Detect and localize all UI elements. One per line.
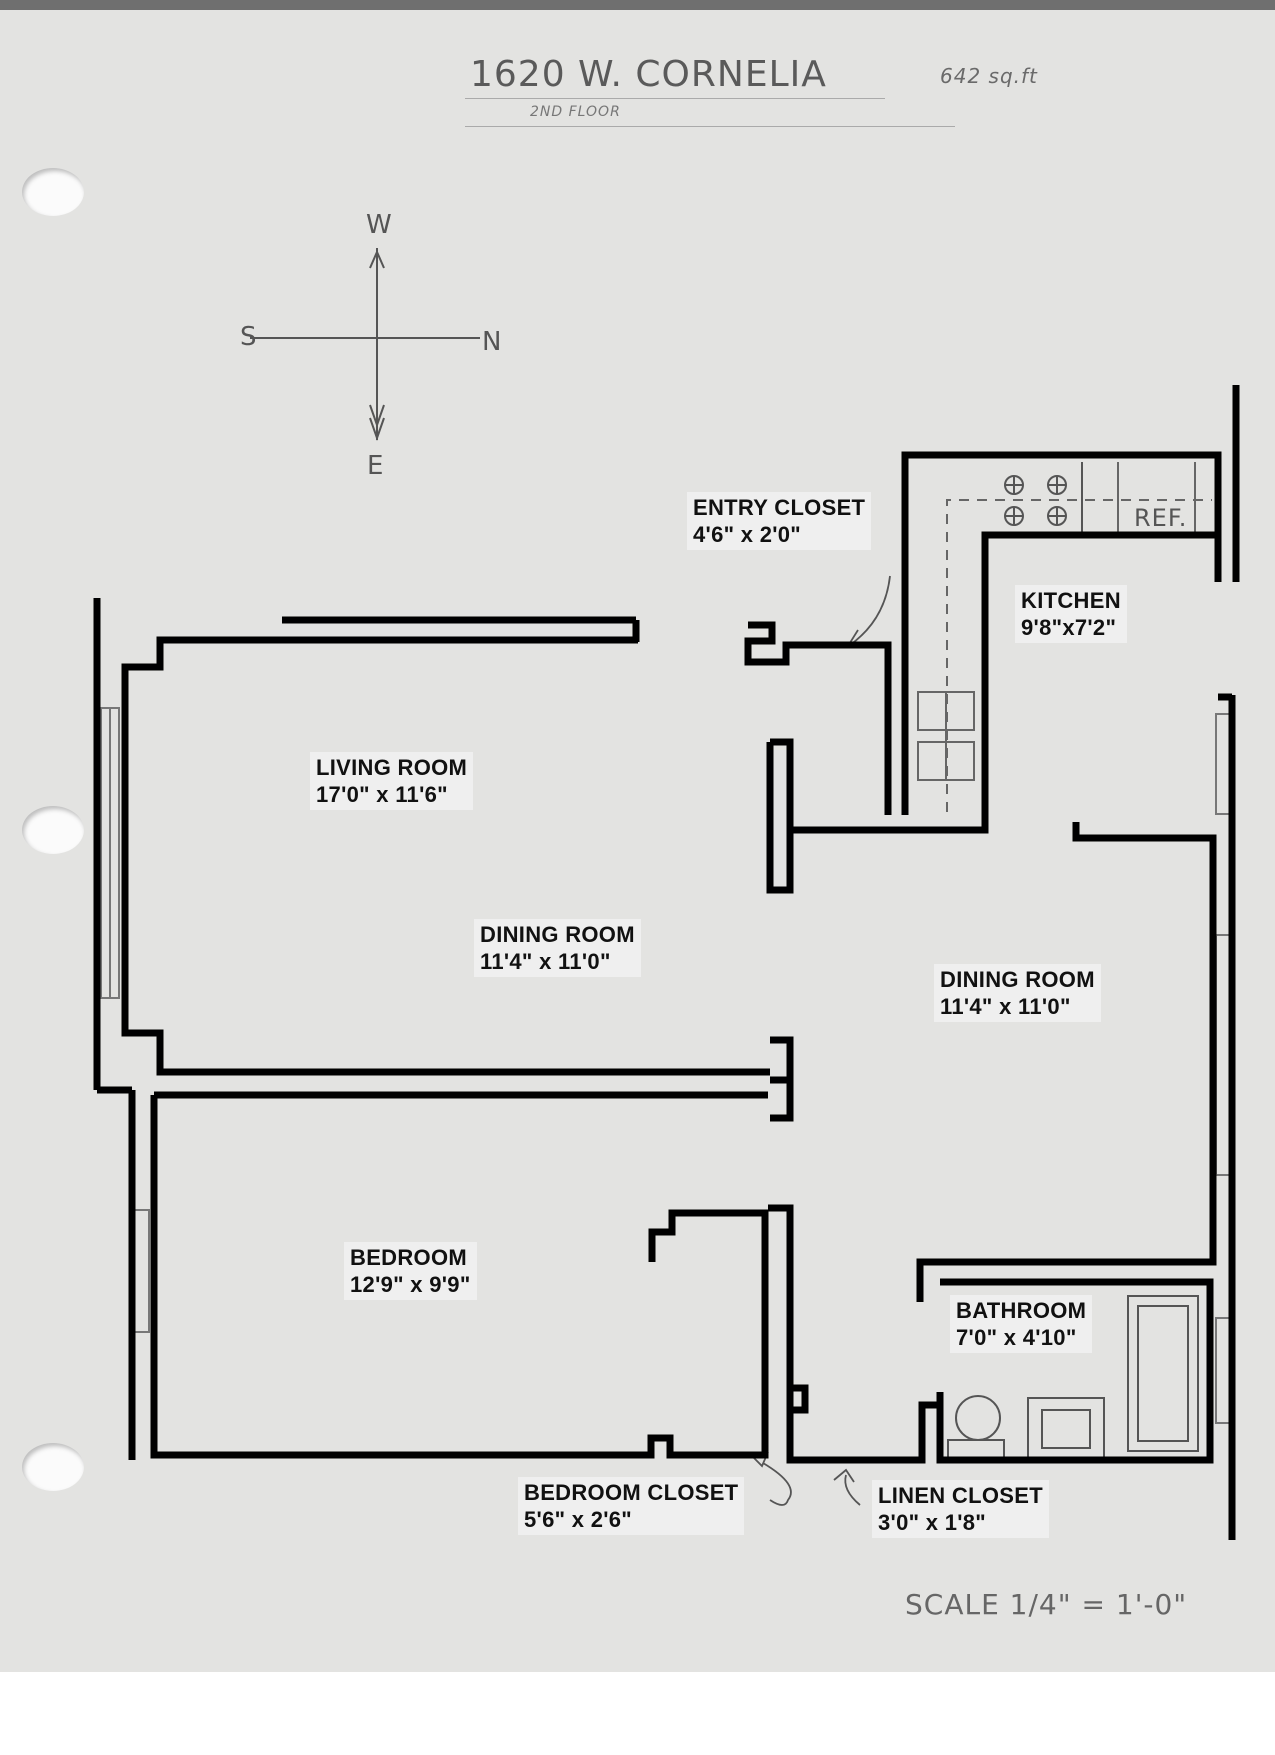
room-name: LINEN CLOSET [878, 1483, 1043, 1508]
room-name: BATHROOM [956, 1298, 1087, 1323]
room-label-living-room: LIVING ROOM 17'0" x 11'6" [310, 752, 474, 810]
room-label-dining-room-right: DINING ROOM 11'4" x 11'0" [934, 964, 1101, 1022]
room-size: 11'4" x 11'0" [480, 949, 611, 974]
room-size: 5'6" x 2'6" [524, 1507, 633, 1532]
address-title: 1620 W. CORNELIA [470, 54, 827, 95]
room-label-dining-room-left: DINING ROOM 11'4" x 11'0" [474, 919, 641, 977]
sink-icon [1027, 1397, 1105, 1461]
room-label-linen-closet: LINEN CLOSET 3'0" x 1'8" [872, 1480, 1049, 1538]
kitchen-cabinets [917, 462, 1196, 781]
room-size: 7'0" x 4'10" [956, 1325, 1077, 1350]
windows [100, 707, 1231, 1424]
drawing-scale: SCALE 1/4" = 1'-0" [905, 1588, 1188, 1621]
room-name: ENTRY CLOSET [693, 495, 866, 520]
walls [93, 385, 1240, 1540]
scan-top-edge [0, 0, 1275, 10]
bathtub-icon [1127, 1295, 1199, 1452]
floor-underline [465, 126, 955, 127]
title-underline [465, 98, 885, 99]
compass-south: S [240, 322, 257, 352]
compass-east: E [367, 451, 384, 481]
room-size: 11'4" x 11'0" [940, 994, 1071, 1019]
refrigerator-label: REF. [1134, 504, 1188, 532]
room-size: 4'6" x 2'0" [693, 522, 802, 547]
stove-burners-icon [1004, 462, 1083, 535]
compass-west: W [366, 210, 392, 240]
binder-hole-middle [22, 806, 84, 854]
room-label-kitchen: KITCHEN 9'8"x7'2" [1015, 585, 1127, 643]
binder-hole-top [22, 168, 84, 216]
room-size: 17'0" x 11'6" [316, 782, 448, 807]
kitchen-counter [946, 499, 1212, 812]
binder-hole-bottom [22, 1443, 84, 1491]
toilet-icon [955, 1395, 1001, 1441]
room-name: BEDROOM [350, 1245, 467, 1270]
room-label-bathroom: BATHROOM 7'0" x 4'10" [950, 1295, 1093, 1353]
room-size: 3'0" x 1'8" [878, 1510, 987, 1535]
square-footage: 642 sq.ft [940, 64, 1038, 88]
room-label-bedroom: BEDROOM 12'9" x 9'9" [344, 1242, 477, 1300]
room-size: 9'8"x7'2" [1021, 615, 1117, 640]
room-size: 12'9" x 9'9" [350, 1272, 471, 1297]
compass-rose [250, 248, 480, 442]
room-label-entry-closet: ENTRY CLOSET 4'6" x 2'0" [687, 492, 872, 550]
bathroom-fixtures [947, 1295, 1199, 1461]
room-name: DINING ROOM [480, 922, 635, 947]
room-name: BEDROOM CLOSET [524, 1480, 739, 1505]
room-name: KITCHEN [1021, 588, 1121, 613]
compass-north: N [482, 327, 502, 357]
room-name: DINING ROOM [940, 967, 1095, 992]
floor-label: 2ND FLOOR [530, 104, 621, 120]
scan-bottom-margin [0, 1672, 1275, 1755]
room-name: LIVING ROOM [316, 755, 468, 780]
room-label-bedroom-closet: BEDROOM CLOSET 5'6" x 2'6" [518, 1477, 745, 1535]
